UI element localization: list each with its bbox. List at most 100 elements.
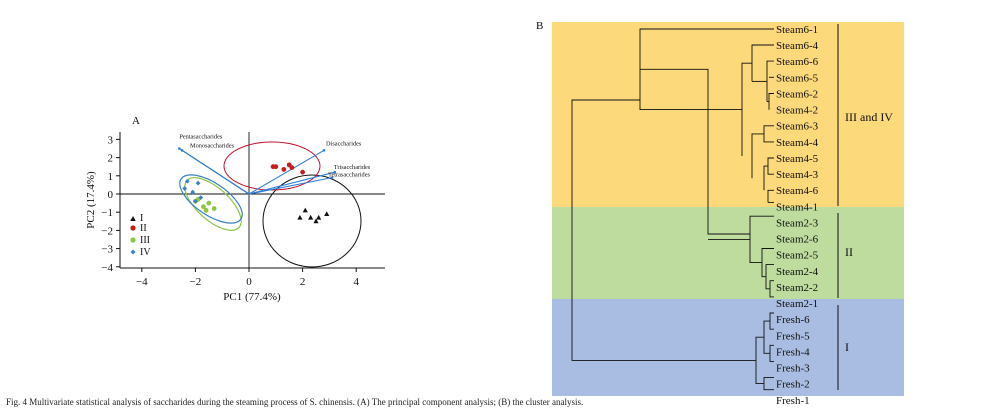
loading-arrow-tip xyxy=(322,149,326,152)
point-group-i xyxy=(297,214,303,220)
legend-marker-i xyxy=(130,216,136,221)
dendrogram-leaf-label: Fresh-5 xyxy=(776,330,810,342)
panel-b: B xyxy=(536,20,904,407)
dendrogram-leaf-label: Fresh-1 xyxy=(776,395,810,407)
x-tick-label: −4 xyxy=(136,276,148,288)
loading-arrow-tip xyxy=(333,170,337,174)
point-group-iv xyxy=(195,180,201,186)
loading-label: Tetrasaccharides xyxy=(328,172,370,179)
dendrogram-leaf-label: Steam6-2 xyxy=(776,88,818,100)
y-tick-label: −4 xyxy=(101,262,113,274)
dendrogram-leaf-label: Steam4-6 xyxy=(776,185,819,197)
dendrogram-leaf-label: Steam4-3 xyxy=(776,169,819,181)
loading-label: Disaccharides xyxy=(326,140,362,147)
ellipse-group-iv xyxy=(179,174,243,224)
loading-arrow xyxy=(248,149,325,195)
pca-points xyxy=(182,162,330,224)
loading-arrow xyxy=(248,177,333,195)
point-group-iv xyxy=(184,178,190,184)
panel-a-label: A xyxy=(132,115,140,127)
point-group-i xyxy=(324,211,330,217)
point-group-ii xyxy=(281,167,287,172)
y-tick-label: 2 xyxy=(108,153,114,165)
legend-marker-ii xyxy=(130,225,136,231)
loading-label: Trisaccharides xyxy=(334,164,371,171)
dendrogram-leaf-label: Steam4-5 xyxy=(776,153,819,165)
dendrogram-leaf-label: Steam2-3 xyxy=(776,217,819,229)
loading-arrow xyxy=(248,171,335,195)
loading-arrow-tip xyxy=(330,176,334,179)
loading-label: Pentasaccharides xyxy=(179,134,223,141)
y-tick-label: 3 xyxy=(108,134,114,146)
dendrogram-leaf-label: Steam2-4 xyxy=(776,266,819,278)
legend-label-ii: II xyxy=(140,223,147,234)
dendrogram-leaf-label: Steam6-4 xyxy=(776,40,819,52)
dendrogram-leaf-label: Steam4-2 xyxy=(776,105,818,117)
dendrogram-leaf-label: Fresh-4 xyxy=(776,346,810,358)
pca-legend: I II III IV xyxy=(130,213,151,258)
ellipse-group-i xyxy=(262,174,362,268)
point-group-i xyxy=(313,218,319,224)
y-tick-label: −3 xyxy=(101,244,113,256)
group-band-i xyxy=(552,299,904,396)
dendrogram-leaf-label: Steam6-1 xyxy=(776,24,818,36)
dendrogram-leaf-label: Steam2-5 xyxy=(776,250,819,262)
group-label-ii: II xyxy=(845,245,853,259)
point-group-iv xyxy=(190,189,196,195)
legend-marker-iii xyxy=(130,237,136,243)
point-group-iii xyxy=(206,200,212,206)
legend-label-iii: III xyxy=(140,235,150,246)
pca-ticks: −4 −2 0 2 4 3 2 1 0 −1 −2 −3 −4 xyxy=(101,134,359,288)
group-label-iii-iv: III and IV xyxy=(845,110,893,124)
pca-y-axis-label: PC2 (17.4%) xyxy=(85,171,97,229)
point-group-iv xyxy=(193,198,198,204)
panel-b-label: B xyxy=(536,20,543,32)
dendrogram-leaf-label: Fresh-6 xyxy=(776,314,810,326)
y-tick-label: −2 xyxy=(101,225,113,237)
point-group-iii xyxy=(211,206,217,211)
group-label-i: I xyxy=(845,340,849,354)
point-group-ii xyxy=(273,164,279,170)
point-group-ii xyxy=(300,169,305,175)
point-group-iii xyxy=(201,204,206,210)
point-group-i xyxy=(302,207,308,213)
dendrogram-leaf-label: Fresh-3 xyxy=(776,363,810,375)
dendrogram-leaf-labels: Steam6-1Steam6-4Steam6-6Steam6-5Steam6-2… xyxy=(776,24,819,407)
pca-axes-frame xyxy=(119,132,385,269)
legend-label-iv: IV xyxy=(140,247,151,258)
dendrogram-leaf-label: Steam6-5 xyxy=(776,72,819,84)
legend-label-i: I xyxy=(140,213,143,224)
figure-caption: Fig. 4 Multivariate statistical analysis… xyxy=(6,397,584,407)
dendrogram-leaf-label: Steam4-4 xyxy=(776,137,819,149)
loading-arrow-tip xyxy=(178,147,181,150)
x-tick-label: −2 xyxy=(190,276,202,288)
point-group-iii xyxy=(203,207,209,213)
point-group-i xyxy=(316,214,322,220)
loading-arrow-tip xyxy=(180,149,184,152)
pca-x-axis-label: PC1 (77.4%) xyxy=(223,291,281,303)
dendrogram-leaf-label: Steam6-6 xyxy=(776,56,819,68)
dendrogram-leaf-label: Steam4-1 xyxy=(776,201,818,213)
dendrogram-leaf-label: Steam2-2 xyxy=(776,282,818,294)
point-group-ii xyxy=(289,165,295,171)
group-band-iii-iv xyxy=(552,22,904,207)
point-group-iv xyxy=(198,195,204,201)
loading-arrow xyxy=(181,149,250,195)
y-tick-label: 1 xyxy=(108,171,114,183)
legend-marker-iv xyxy=(130,249,136,255)
point-group-i xyxy=(308,214,314,220)
y-tick-label: −1 xyxy=(101,207,113,219)
x-tick-label: 2 xyxy=(300,276,306,288)
y-tick-label: 0 xyxy=(108,189,114,201)
dendrogram-leaf-label: Fresh-2 xyxy=(776,379,810,391)
x-tick-label: 4 xyxy=(353,276,359,288)
panel-a: A −4 −2 0 2 4 3 2 1 0 −1 −2 −3 −4 PC1 (77.4%) PC2 (1… xyxy=(85,115,385,303)
point-group-iv xyxy=(182,186,188,191)
group-band-ii xyxy=(552,207,904,299)
dendrogram-tree xyxy=(571,28,774,391)
x-tick-label: 0 xyxy=(246,276,252,288)
loading-label: Monosaccharides xyxy=(190,142,235,149)
dendrogram-leaf-label: Steam2-1 xyxy=(776,298,818,310)
